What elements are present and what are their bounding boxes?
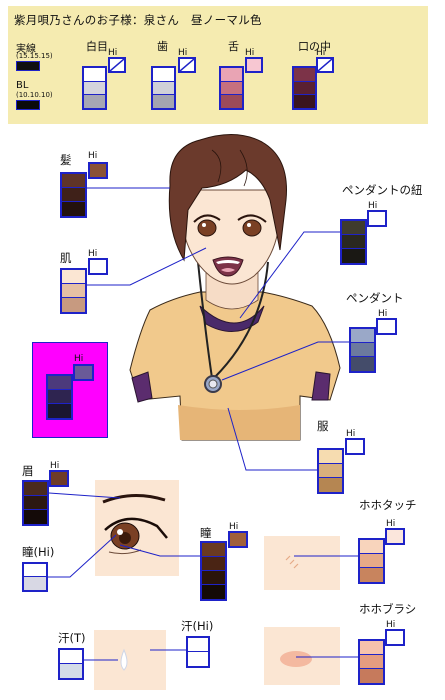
cheek-brush-hi-swatch	[385, 629, 405, 646]
magenta-hi-swatch	[73, 364, 94, 381]
pupil-hi-label: Hi	[229, 522, 239, 532]
cheek-touch-stack	[358, 538, 385, 584]
clothes-hi-swatch	[345, 438, 365, 455]
sweat-t-stack	[58, 648, 84, 680]
sweat-drop	[120, 648, 128, 671]
cheek-touch-strokes	[285, 555, 299, 569]
pendant-cord-label: ペンダントの紐	[342, 183, 423, 197]
cheek-brush-label: ホホブラシ	[359, 602, 417, 616]
eyebrow-hi-swatch	[49, 470, 69, 487]
sweat-t-label: 汗(T)	[58, 631, 86, 645]
teeth-hi-swatch	[178, 57, 196, 73]
line-label: 実線	[16, 44, 36, 55]
pendant-hi-swatch	[376, 318, 397, 335]
clothes-stack	[317, 448, 344, 494]
pendant-cord-hi-label: Hi	[368, 201, 378, 211]
eyebrow-hi-label: Hi	[50, 461, 60, 471]
clothes-label: 服	[317, 419, 329, 433]
whites-hi-label: Hi	[108, 48, 118, 58]
mouth-hi-swatch	[316, 57, 334, 73]
bl-value: (10.10.10)	[16, 91, 53, 99]
hair-hi-swatch	[88, 162, 108, 179]
eyebrow-label: 眉	[22, 464, 34, 478]
cheek-brush-stack	[358, 639, 385, 685]
sweat-hi-stack	[186, 636, 210, 668]
sweat-hi-label: 汗(Hi)	[181, 619, 214, 633]
mouth-hi-label: Hi	[316, 48, 326, 58]
eyebrow-stack	[22, 480, 49, 526]
bl-swatch	[16, 100, 40, 110]
pendant-label: ペンダント	[346, 291, 404, 305]
skin-stack	[60, 268, 87, 314]
teeth-hi-label: Hi	[178, 48, 188, 58]
whites-stack	[82, 66, 107, 110]
whites-hi-swatch	[108, 57, 126, 73]
cheek-brush-blush	[280, 651, 312, 667]
magenta-stack	[46, 374, 73, 420]
hair-stack	[60, 172, 87, 218]
tongue-label: 舌	[228, 40, 239, 53]
eye-closeup	[102, 493, 168, 555]
skin-label: 肌	[60, 251, 72, 265]
whites-label: 白目	[86, 40, 108, 53]
mouth-stack	[292, 66, 317, 110]
teeth-stack	[151, 66, 176, 110]
cheek-touch-hi-swatch	[385, 528, 405, 545]
cheek-brush-hi-label: Hi	[386, 620, 396, 630]
pendant-cord-stack	[340, 219, 367, 265]
cheek-touch-panel	[264, 536, 340, 590]
cheek-touch-label: ホホタッチ	[359, 498, 417, 512]
pendant-hi-label: Hi	[378, 309, 388, 319]
cheek-touch-hi-label: Hi	[386, 519, 396, 529]
skin-hi-swatch	[88, 258, 108, 275]
hair-label: 髪	[60, 153, 72, 167]
header-panel	[8, 6, 428, 124]
tongue-hi-swatch	[245, 57, 263, 73]
line-swatch	[16, 61, 40, 71]
pendant-cord-hi-swatch	[367, 210, 387, 227]
page-title: 紫月唄乃さんのお子様：泉さん 昼ノーマル色	[14, 13, 262, 27]
teeth-label: 歯	[157, 40, 168, 53]
pupil-hi-stack	[22, 562, 48, 592]
pendant-stack	[349, 327, 376, 373]
bl-label: BL	[16, 80, 29, 91]
clothes-hi-label: Hi	[346, 429, 356, 439]
tongue-hi-label: Hi	[245, 48, 255, 58]
pupil-label: 瞳	[200, 526, 212, 540]
hair-hi-label: Hi	[88, 151, 98, 161]
magenta-hi-label: Hi	[74, 354, 84, 364]
pupil-hi-swatch	[228, 531, 248, 548]
pupil-hi-group-label: 瞳(Hi)	[22, 545, 55, 559]
line-value: (15.15.15)	[16, 52, 53, 60]
tongue-stack	[219, 66, 244, 110]
mouth-label: 口の中	[298, 40, 331, 53]
pupil-stack	[200, 541, 227, 601]
